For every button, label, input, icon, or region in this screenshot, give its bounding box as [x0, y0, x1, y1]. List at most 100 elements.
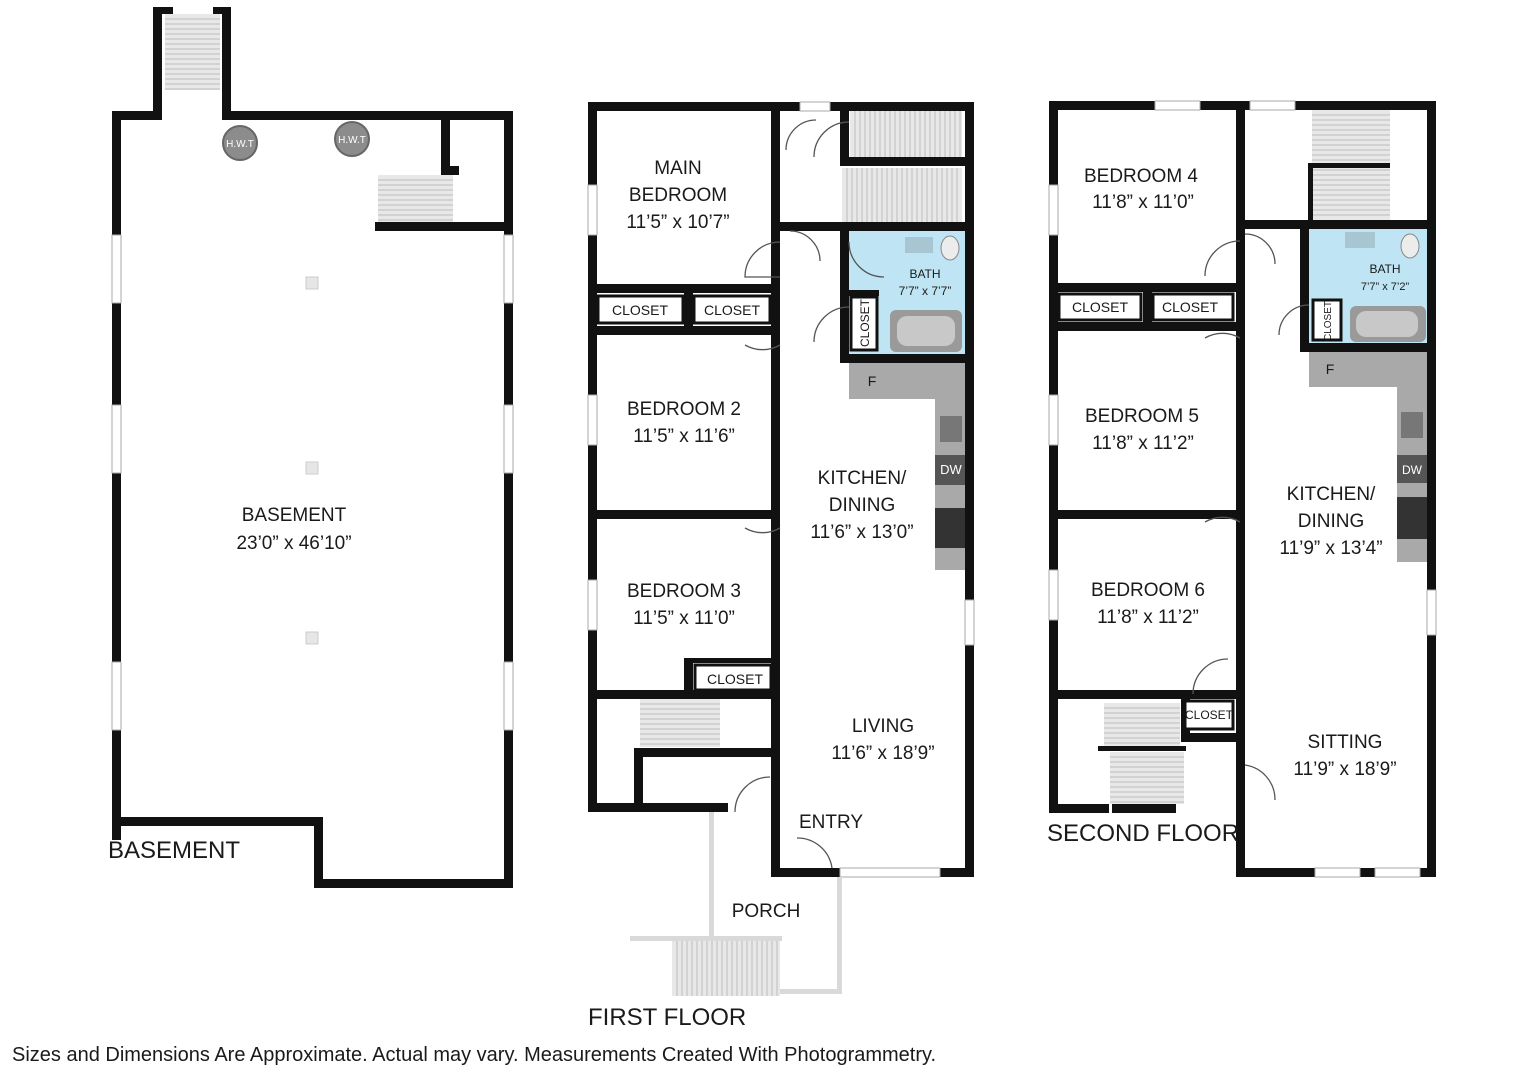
porch [630, 812, 842, 996]
closet-label: CLOSET [1162, 299, 1218, 315]
door-swing [1192, 658, 1229, 695]
main-bedroom-name-2: BEDROOM [629, 185, 727, 206]
basement-room-dims: 23’0” x 46’10” [236, 533, 351, 554]
door-swing [1204, 332, 1241, 339]
door-swing [1244, 764, 1276, 801]
closet-bedroom1-a: CLOSET [596, 294, 685, 325]
sitting-name: SITTING [1308, 732, 1383, 753]
window [587, 184, 598, 236]
bath-closet: CLOSET [1311, 298, 1343, 342]
bedroom3-name: BEDROOM 3 [627, 581, 741, 602]
door-swing [744, 344, 781, 351]
door-swing [1204, 240, 1241, 277]
living-name: LIVING [852, 716, 914, 737]
window [964, 599, 975, 646]
bedroom6-name: BEDROOM 6 [1091, 580, 1205, 601]
porch-label: PORCH [732, 901, 801, 922]
fridge-label: F [1326, 361, 1335, 377]
window [111, 234, 122, 304]
bathtub-inner [1356, 311, 1418, 337]
kitchen-name-2: DINING [1298, 511, 1365, 532]
window [1426, 589, 1437, 636]
kitchen-sink [940, 416, 962, 442]
support-post [305, 461, 319, 475]
door-swing [744, 527, 781, 534]
closet-label: CLOSET [704, 302, 760, 318]
window [1249, 100, 1296, 111]
dishwasher-label: DW [1402, 463, 1423, 477]
support-post [305, 276, 319, 290]
kitchen-name-2: DINING [829, 495, 896, 516]
sink [1345, 232, 1375, 248]
basement-floor-title: BASEMENT [108, 837, 240, 864]
window [503, 234, 514, 304]
closet-bedroom4-b: CLOSET [1151, 292, 1235, 322]
disclaimer-footer: Sizes and Dimensions Are Approximate. Ac… [12, 1044, 937, 1066]
door-swing [1278, 304, 1310, 336]
closet-bedroom3: CLOSET [693, 663, 773, 692]
living-dims: 11’6” x 18’9” [831, 743, 934, 764]
second-floor-plan: CLOSET CLOSET CLOSET BATH 7’7” [1047, 100, 1437, 878]
closet-bedroom1-b: CLOSET [692, 294, 772, 325]
support-post [305, 631, 319, 645]
hwt-label: H.W.T [226, 139, 254, 150]
closet-label: CLOSET [707, 671, 763, 687]
window [1374, 867, 1421, 878]
hwt-label: H.W.T [338, 135, 366, 146]
stove [935, 508, 965, 548]
stove [1397, 497, 1427, 539]
door-swing [848, 241, 885, 278]
bedroom4-dims: 11’8” x 11’0” [1092, 192, 1194, 213]
closet-label: CLOSET [1185, 708, 1234, 722]
toilet [1400, 233, 1420, 259]
door-swing [1204, 516, 1241, 523]
first-floor-stairs-up [842, 111, 962, 222]
first-floor-plan: CLOSET CLOSET CLOSET BAT [587, 101, 975, 1031]
first-floor-title: FIRST FLOOR [588, 1004, 746, 1031]
main-bedroom-name-1: MAIN [654, 158, 702, 179]
window [1048, 569, 1059, 621]
door-swing [785, 119, 817, 151]
door-swing [1244, 233, 1276, 265]
door-swing [813, 306, 850, 343]
toilet [940, 235, 960, 261]
door-swing [789, 230, 821, 262]
bath-dims: 7’7” x 7’2” [1361, 281, 1410, 293]
basement-entry-stairs [165, 14, 220, 90]
bath-dims: 7’7” x 7’7” [899, 284, 952, 298]
window [503, 404, 514, 474]
window [1314, 867, 1361, 878]
entry-label: ENTRY [799, 812, 863, 833]
window [111, 404, 122, 474]
closet-label: CLOSET [1323, 301, 1334, 341]
closet-label: CLOSET [858, 298, 872, 347]
window [1048, 184, 1059, 236]
water-heater-icon: H.W.T [222, 125, 258, 161]
closet-bedroom6: CLOSET [1183, 699, 1235, 731]
kitchen-dims: 11’6” x 13’0” [810, 522, 913, 543]
second-floor-stairs [1104, 703, 1184, 804]
first-floor-stairs-down [640, 699, 720, 747]
door-swing [796, 837, 833, 869]
window [1048, 394, 1059, 446]
window [111, 661, 122, 731]
kitchen-dims: 11’9” x 13’4” [1279, 538, 1382, 559]
closet-bedroom4-a: CLOSET [1057, 292, 1143, 322]
bedroom4-name: BEDROOM 4 [1084, 166, 1198, 187]
dishwasher [935, 455, 965, 485]
window [587, 394, 598, 446]
basement-plan: H.W.T H.W.T BASEMENT 23’0” x 46’10” BASE… [108, 7, 514, 888]
bedroom2-dims: 11’5” x 11’6” [633, 426, 735, 447]
sink [905, 237, 933, 253]
dishwasher-label: DW [940, 462, 962, 477]
basement-interior-stairs [378, 175, 453, 222]
water-heater-icon: H.W.T [334, 121, 370, 157]
basement-room-name: BASEMENT [242, 505, 347, 526]
kitchen-name-1: KITCHEN/ [1287, 484, 1376, 505]
fridge-label: F [868, 373, 877, 389]
window [1154, 100, 1201, 111]
second-floor-title: SECOND FLOOR [1047, 820, 1239, 847]
main-bedroom-dims: 11’5” x 10’7” [626, 212, 729, 233]
window [839, 867, 941, 878]
